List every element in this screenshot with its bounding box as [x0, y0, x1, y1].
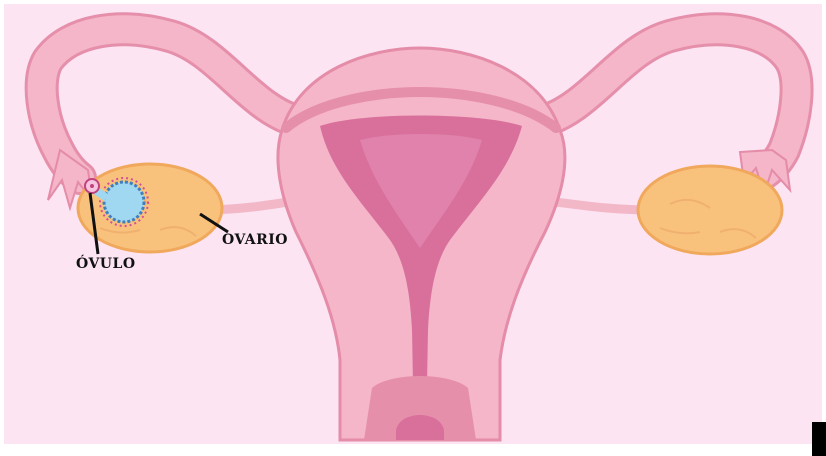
follicle [104, 182, 144, 222]
ovum-label: ÓVULO [76, 256, 136, 272]
right-ovary [638, 166, 782, 254]
corner-marker [812, 422, 826, 456]
left-ovary [78, 164, 222, 252]
ovary-label: OVARIO [222, 232, 288, 248]
